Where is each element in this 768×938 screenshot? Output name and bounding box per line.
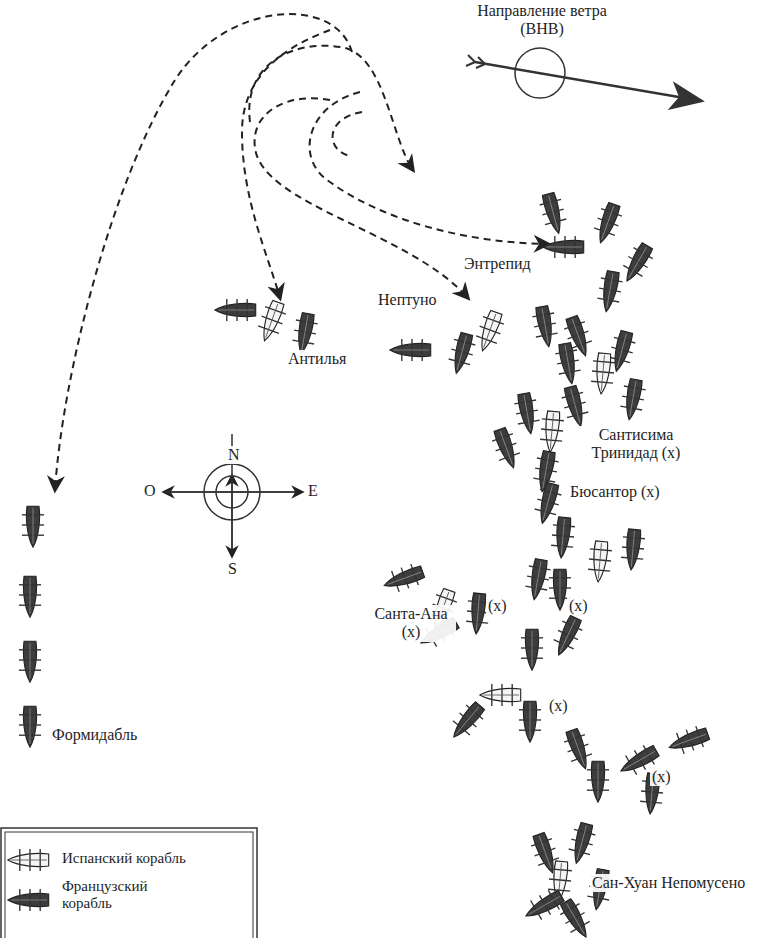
french-ship [446, 331, 478, 376]
french-ship [489, 426, 524, 472]
french-ship [519, 701, 541, 742]
french-ship [537, 191, 569, 236]
french-ship [521, 629, 543, 670]
french-ship [531, 305, 560, 349]
legend-frame [1, 828, 257, 938]
french-ship [520, 886, 566, 926]
ship-name: Антилья [286, 350, 348, 368]
french-ship [587, 761, 609, 802]
french-ship [22, 506, 44, 547]
ship-name: Санта-Ана (x) [366, 605, 456, 642]
french-ship [617, 240, 657, 286]
spanish-ship [590, 352, 616, 395]
ship-name: Сантисима Тринидад (x) [574, 426, 698, 463]
french-ship [559, 384, 591, 429]
compass-rose [164, 434, 302, 556]
french-ship [554, 342, 583, 386]
ship-name: Бюсантор (x) [568, 483, 662, 501]
ships [8, 191, 711, 938]
ship-name: (x) [486, 597, 509, 615]
wind-arrow [466, 48, 702, 101]
french-ship [620, 528, 646, 571]
ship-name: Формидабль [50, 726, 139, 744]
french-ship [556, 896, 596, 938]
french-ship [19, 706, 41, 747]
french-ship [665, 723, 711, 758]
french-ship [543, 236, 584, 258]
course-lines [55, 14, 548, 490]
spanish-ship [472, 309, 507, 355]
french-ship [590, 201, 625, 247]
ship-name: Сан-Хуан Непомусено [590, 874, 747, 892]
french-ship [390, 339, 431, 361]
ship-name: (x) [547, 697, 570, 715]
french-ship [8, 889, 49, 911]
legend-text: Испанский корабль [62, 850, 242, 867]
spanish-ship [480, 684, 521, 706]
ship-name: (x) [650, 768, 673, 786]
compass-letter: S [226, 560, 239, 578]
legend-text: Французский корабль [62, 878, 192, 913]
french-ship [550, 516, 576, 559]
compass-letter: O [142, 482, 158, 500]
french-ship [523, 558, 552, 602]
french-ship [380, 561, 426, 596]
french-ship [618, 378, 647, 422]
spanish-ship [254, 299, 289, 345]
french-ship [595, 270, 624, 314]
french-ship [561, 727, 596, 773]
french-ship [513, 392, 542, 436]
french-ship [19, 576, 41, 617]
ship-name: Нептуно [376, 291, 439, 309]
french-ship [549, 613, 586, 659]
french-ship [566, 821, 598, 866]
french-ship [445, 699, 488, 744]
spanish-ship [587, 540, 613, 583]
compass-letter: N [226, 446, 242, 464]
french-ship [215, 299, 256, 321]
spanish-ship [8, 849, 49, 871]
spanish-ship [539, 410, 565, 453]
ship-name: (x) [567, 597, 590, 615]
ship-name: Энтрепид [462, 255, 533, 273]
wind-label: Направление ветра (ВНВ) [465, 2, 619, 39]
french-ship [19, 641, 41, 682]
compass-letter: E [306, 482, 320, 500]
